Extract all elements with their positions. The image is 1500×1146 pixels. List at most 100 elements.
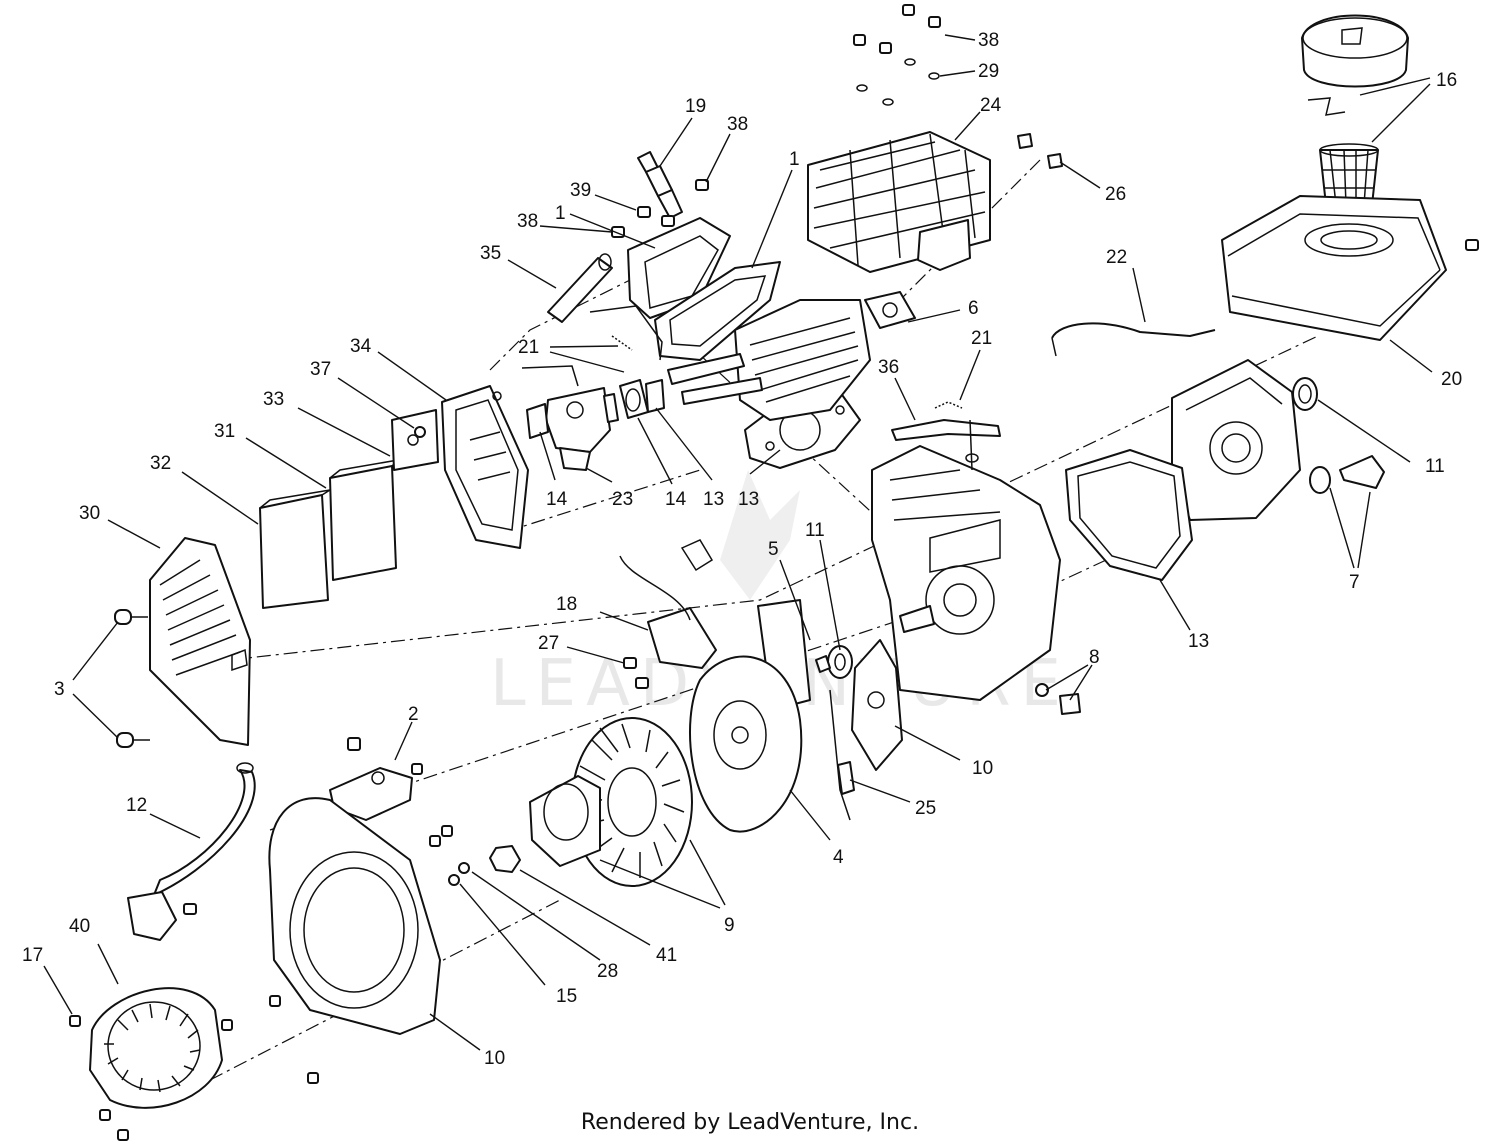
callout-10-blower-housing: 10 — [484, 1048, 505, 1069]
callout-1-valve-cover: 1 — [555, 203, 566, 224]
muffler-gasket-6 — [864, 291, 916, 329]
callout-38-muffler: 38 — [978, 30, 999, 51]
fuel-tank-20 — [1221, 195, 1479, 341]
callout-14-left: 14 — [546, 489, 568, 510]
callout-21-left: 21 — [518, 337, 539, 358]
callout-35: 35 — [480, 243, 501, 264]
callout-17: 17 — [22, 945, 43, 966]
callout-38-plug: 38 — [727, 114, 748, 135]
callout-24: 24 — [980, 95, 1002, 116]
callout-4: 4 — [833, 847, 844, 868]
coil-bolts-27 — [623, 657, 649, 689]
crankcase-gasket-13 — [1065, 449, 1193, 581]
callout-11-front-seal: 11 — [805, 520, 825, 541]
drain-bolt-8 — [1035, 683, 1081, 715]
callout-23: 23 — [612, 489, 633, 510]
callout-11-rear-seal: 11 — [1425, 456, 1445, 477]
oil-seal-front-11 — [827, 645, 853, 679]
callout-20: 20 — [1441, 369, 1462, 390]
blower-housing-10 — [268, 797, 453, 1035]
muffler-nuts-26 — [1017, 133, 1063, 169]
footer-credit: Rendered by LeadVenture, Inc. — [580, 1110, 920, 1135]
callout-5: 5 — [768, 539, 779, 560]
spark-plug-19 — [637, 151, 683, 219]
filter-element-31 — [329, 458, 401, 581]
callout-41: 41 — [656, 945, 677, 966]
oil-seal-11 — [1292, 377, 1318, 411]
governor-arm-36 — [891, 401, 1001, 471]
ignition-coil-18 — [619, 539, 717, 669]
callout-10-back-plate: 10 — [972, 758, 993, 779]
callout-6: 6 — [968, 298, 979, 319]
air-filter-cover-30 — [149, 537, 251, 746]
starter-cup-9 — [529, 775, 601, 867]
callout-16: 16 — [1436, 70, 1457, 91]
nut-37 — [414, 426, 426, 438]
callout-13-carb-gasket: 13 — [703, 489, 724, 510]
callout-27: 27 — [538, 633, 559, 654]
governor-rod-21 — [589, 305, 663, 361]
oil-fill-plug-7 — [1309, 455, 1385, 494]
callout-25: 25 — [915, 798, 936, 819]
pre-filter-32 — [259, 489, 331, 609]
callout-15: 15 — [556, 986, 577, 1007]
governor-bracket-2 — [329, 737, 423, 821]
callout-labels: 1 1 2 3 4 5 6 7 8 9 10 10 11 11 12 13 13… — [22, 30, 1462, 1069]
fuel-strainer-16 — [1319, 143, 1379, 206]
callout-31: 31 — [214, 421, 235, 442]
callout-26: 26 — [1105, 184, 1126, 205]
callout-30: 30 — [79, 503, 100, 524]
starter-bolts-17 — [69, 1015, 319, 1141]
breather-tube-35 — [547, 253, 613, 323]
callout-34: 34 — [350, 336, 372, 357]
flywheel-nut-41 — [489, 845, 521, 873]
crankcase-cover — [1171, 359, 1301, 521]
callout-40: 40 — [69, 916, 90, 937]
callout-14-right: 14 — [665, 489, 687, 510]
callout-9: 9 — [724, 915, 735, 936]
callout-36: 36 — [878, 357, 899, 378]
callout-8: 8 — [1089, 647, 1100, 668]
callout-13-crankcase-gasket: 13 — [1188, 631, 1209, 652]
callout-28: 28 — [597, 961, 618, 982]
callout-21-right: 21 — [971, 328, 992, 349]
callout-33: 33 — [263, 389, 284, 410]
cooling-fan-9 — [571, 717, 693, 887]
callout-29: 29 — [978, 61, 999, 82]
callout-32: 32 — [150, 453, 171, 474]
callout-1-valve-gasket: 1 — [789, 149, 800, 170]
air-cleaner-base-34 — [441, 385, 529, 549]
carb-gaskets-14-13 — [526, 379, 665, 439]
muffler-24 — [807, 131, 991, 273]
fuel-line-22 — [1051, 322, 1216, 357]
fuel-cap-16 — [1301, 14, 1409, 116]
cylinder-head — [667, 299, 871, 421]
back-plate-10 — [851, 639, 903, 771]
callout-2: 2 — [408, 704, 419, 725]
callout-13-head-gasket: 13 — [738, 489, 759, 510]
flywheel-4 — [689, 655, 803, 833]
callout-39: 39 — [570, 180, 591, 201]
filter-plate-33 — [391, 409, 439, 471]
callout-18: 18 — [556, 594, 577, 615]
callout-7: 7 — [1349, 572, 1360, 593]
cover-knob-screws-3 — [114, 609, 150, 748]
engine-block — [871, 445, 1061, 701]
callout-19: 19 — [685, 96, 706, 117]
callout-38-cover: 38 — [517, 211, 538, 232]
callout-12: 12 — [126, 795, 147, 816]
stop-switch-25 — [829, 689, 855, 821]
washers-15-28 — [448, 862, 470, 886]
callout-37: 37 — [310, 359, 331, 380]
callout-3: 3 — [54, 679, 65, 700]
carburetor-23 — [521, 365, 611, 471]
bolts-38-39 — [611, 179, 709, 238]
fuel-valve-40 — [127, 891, 197, 941]
spacer-14 — [603, 379, 649, 423]
muffler-bolts-38-29 — [853, 4, 941, 106]
leader-lines — [43, 34, 1433, 1051]
recoil-starter — [89, 987, 223, 1109]
callout-22: 22 — [1106, 247, 1127, 268]
fuel-hose-12 — [153, 762, 256, 896]
